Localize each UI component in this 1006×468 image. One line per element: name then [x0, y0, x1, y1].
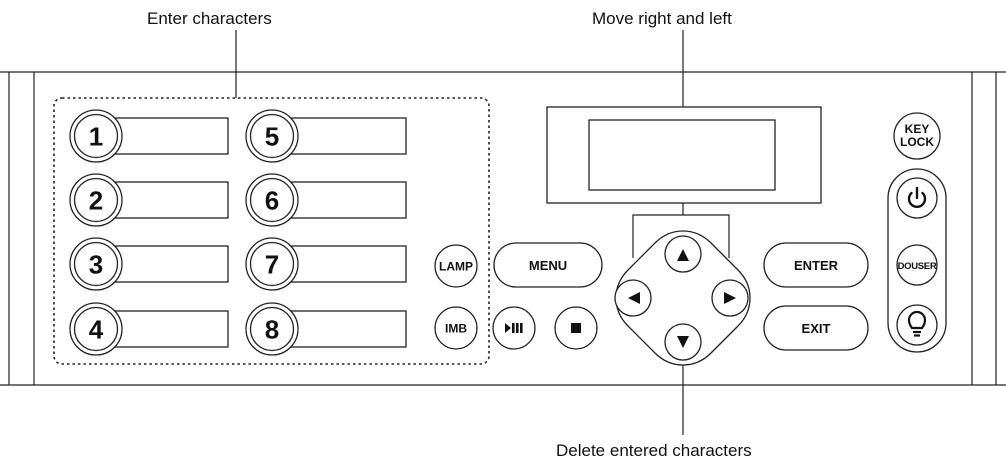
leader-lines	[235, 30, 730, 435]
enter-button[interactable]: ENTER	[763, 242, 869, 288]
number-button-4[interactable]: 4	[69, 302, 229, 356]
number-label: 7	[265, 250, 279, 280]
menu-button[interactable]: MENU	[493, 242, 603, 288]
power-icon	[907, 186, 927, 208]
power-button[interactable]	[896, 177, 938, 219]
number-button-2[interactable]: 2	[69, 173, 229, 227]
left-button[interactable]	[614, 279, 652, 317]
number-button-1[interactable]: 1	[69, 109, 229, 163]
stop-icon	[571, 323, 581, 333]
lamp-bulb-icon	[907, 310, 927, 337]
play-pause-icon	[505, 323, 523, 333]
arrow-down-icon	[677, 336, 689, 348]
arrow-up-icon	[677, 249, 689, 261]
number-label: 8	[265, 315, 279, 345]
imb-label: IMB	[445, 322, 467, 336]
number-label: 4	[89, 315, 104, 345]
arrow-right-icon	[724, 292, 736, 304]
number-button-7[interactable]: 7	[245, 237, 407, 291]
number-button-6[interactable]: 6	[245, 173, 407, 227]
right-button[interactable]	[711, 279, 749, 317]
callout-move-right-left: Move right and left	[592, 9, 732, 28]
lcd-display	[546, 106, 822, 204]
key-lock-label-line2: LOCK	[900, 135, 934, 149]
menu-label: MENU	[529, 258, 567, 273]
callout-delete-entered: Delete entered characters	[556, 441, 752, 460]
enter-label: ENTER	[794, 258, 839, 273]
imb-button[interactable]: IMB	[434, 306, 478, 350]
exit-label: EXIT	[802, 321, 831, 336]
douser-button[interactable]: DOUSER	[896, 244, 938, 286]
stop-button[interactable]	[554, 306, 598, 350]
number-label: 1	[89, 122, 103, 152]
callout-enter-characters: Enter characters	[147, 9, 272, 28]
number-label: 6	[265, 186, 279, 216]
arrow-left-icon	[628, 292, 640, 304]
douser-label: DOUSER	[898, 261, 937, 272]
play-pause-button[interactable]	[492, 306, 536, 350]
number-button-3[interactable]: 3	[69, 237, 229, 291]
number-button-5[interactable]: 5	[245, 109, 407, 163]
key-lock-button[interactable]: KEY LOCK	[893, 112, 941, 160]
lamp-label: LAMP	[439, 260, 473, 274]
number-keys-highlight	[53, 97, 490, 365]
lamp-on-button[interactable]	[896, 304, 938, 346]
number-button-8[interactable]: 8	[245, 302, 407, 356]
exit-button[interactable]: EXIT	[763, 305, 869, 351]
key-lock-label-line1: KEY	[905, 122, 930, 136]
number-label: 5	[265, 122, 279, 152]
number-label: 3	[89, 250, 103, 280]
lamp-button[interactable]: LAMP	[434, 244, 478, 288]
up-button[interactable]	[664, 235, 702, 273]
down-button[interactable]	[664, 323, 702, 361]
number-label: 2	[89, 186, 103, 216]
direction-pad	[615, 230, 751, 366]
panel-outline	[0, 71, 1006, 386]
